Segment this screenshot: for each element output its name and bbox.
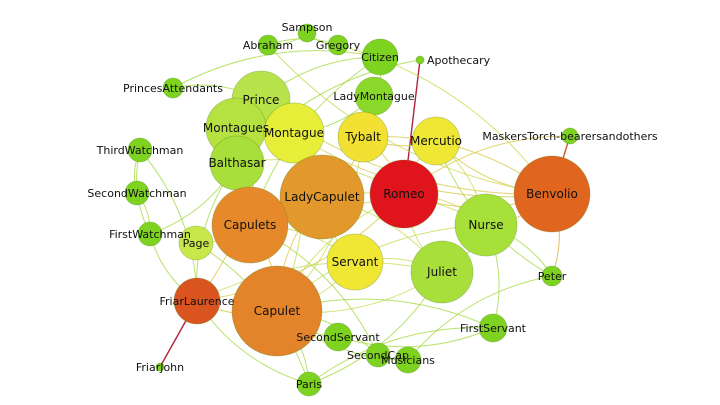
node-label-peter: Peter <box>538 270 567 283</box>
edge-musicians-peter <box>407 275 553 361</box>
node-secondservant[interactable] <box>323 322 353 352</box>
node-label-romeo: Romeo <box>383 187 425 201</box>
edge-paris-firstservant <box>308 327 494 385</box>
node-nurse[interactable] <box>454 193 518 257</box>
node-label-firstservant: FirstServant <box>460 322 527 335</box>
node-romeo[interactable] <box>369 159 439 229</box>
node-secondwatchman[interactable] <box>124 180 150 206</box>
node-label-princesattendants: PrincesAttendants <box>123 82 223 95</box>
node-citizen[interactable] <box>361 38 399 76</box>
node-montague[interactable] <box>263 102 325 164</box>
node-label-ladymontague: LadyMontague <box>333 90 415 103</box>
node-page[interactable] <box>178 225 214 261</box>
node-label-capulet: Capulet <box>254 304 301 318</box>
node-paris[interactable] <box>296 371 322 397</box>
node-label-abraham: Abraham <box>243 39 293 52</box>
node-firstservant[interactable] <box>478 313 508 343</box>
node-label-citizen: Citizen <box>361 51 399 64</box>
node-layer <box>124 23 591 397</box>
node-label-thirdwatchman: ThirdWatchman <box>96 144 184 157</box>
node-label-friarjohn: FriarJohn <box>136 361 184 374</box>
node-label-prince: Prince <box>243 93 280 107</box>
node-benvolio[interactable] <box>513 155 591 233</box>
node-label-balthasar: Balthasar <box>208 156 265 170</box>
edge-secondservant-firstservant <box>337 327 494 348</box>
node-sampson[interactable] <box>297 23 317 43</box>
node-peter[interactable] <box>541 265 563 287</box>
node-label-servant: Servant <box>332 255 379 269</box>
node-label-montague: Montague <box>264 126 324 140</box>
node-label-friarlaurence: FriarLaurence <box>159 295 234 308</box>
node-label-mercutio: Mercutio <box>410 134 462 148</box>
node-label-ladycapulet: LadyCapulet <box>284 190 359 204</box>
node-thirdwatchman[interactable] <box>127 137 153 163</box>
node-label-musicians: Musicians <box>381 354 435 367</box>
node-capulet[interactable] <box>231 265 323 357</box>
node-servant[interactable] <box>326 233 384 291</box>
edge-princesattendants-citizen <box>172 50 381 89</box>
node-gregory[interactable] <box>327 34 349 56</box>
node-label-nurse: Nurse <box>468 218 503 232</box>
node-secondcap[interactable] <box>365 342 391 368</box>
node-label-juliet: Juliet <box>426 265 457 279</box>
node-label-apothecary: Apothecary <box>427 54 491 67</box>
node-label-paris: Paris <box>296 378 322 391</box>
node-friarjohn[interactable] <box>155 362 165 372</box>
node-abraham[interactable] <box>257 34 279 56</box>
node-label-secondservant: SecondServant <box>296 331 380 344</box>
node-tybalt[interactable] <box>337 111 389 163</box>
node-label-secondwatchman: SecondWatchman <box>87 187 186 200</box>
node-princesattendants[interactable] <box>162 77 184 99</box>
node-label-tybalt: Tybalt <box>344 130 381 144</box>
node-label-secondcap: SecondCap <box>347 349 409 362</box>
node-label-sampson: Sampson <box>282 21 333 34</box>
node-capulets[interactable] <box>211 186 289 264</box>
node-juliet[interactable] <box>410 240 474 304</box>
node-firstwatchman[interactable] <box>137 221 163 247</box>
node-ladycapulet[interactable] <box>279 154 365 240</box>
node-label-capulets: Capulets <box>224 218 277 232</box>
node-label-page: Page <box>183 237 210 250</box>
node-label-firstwatchman: FirstWatchman <box>109 228 191 241</box>
node-maskers[interactable] <box>561 127 579 145</box>
node-mercutio[interactable] <box>411 116 461 166</box>
node-label-maskers: MaskersTorch-bearersandothers <box>482 130 658 143</box>
node-label-gregory: Gregory <box>316 39 361 52</box>
node-friarlaurence[interactable] <box>173 277 221 325</box>
node-musicians[interactable] <box>394 346 422 374</box>
node-label-montagues: Montagues <box>203 121 269 135</box>
edge-abraham-benvolio <box>267 44 553 195</box>
node-label-benvolio: Benvolio <box>526 187 578 201</box>
node-apothecary[interactable] <box>415 55 425 65</box>
